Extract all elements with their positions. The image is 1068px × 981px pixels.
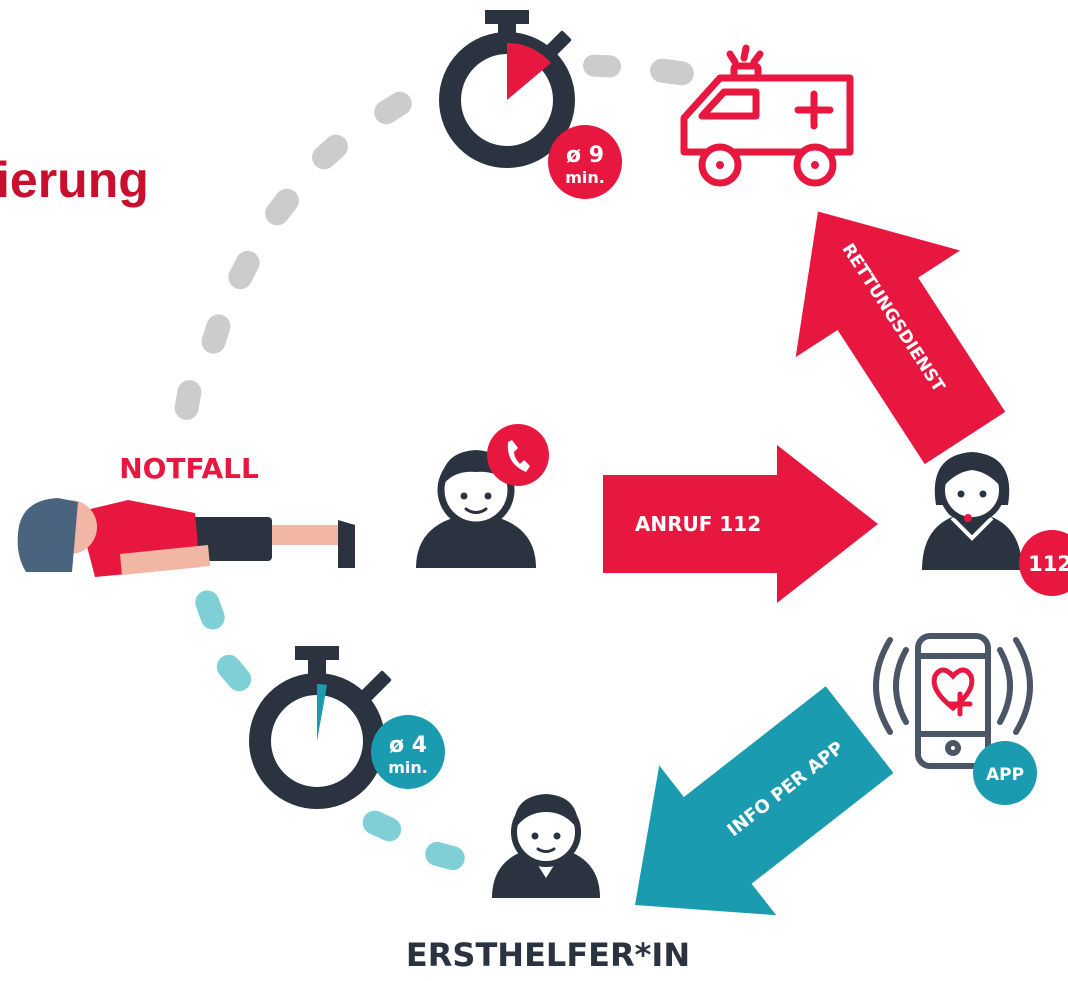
patient-icon	[17, 498, 355, 577]
svg-text:min.: min.	[388, 758, 428, 777]
smartphone-heart-icon	[873, 633, 1033, 769]
badge-app: APP	[973, 741, 1037, 805]
info-per-app-arrow: INFO PER APP	[635, 686, 894, 916]
ersthelfer-label: ERSTHELFER*IN	[406, 936, 690, 974]
stopwatch-icon	[249, 646, 392, 809]
avg-time-badge-first-responder: ø 4 min.	[371, 715, 445, 789]
svg-text:APP: APP	[986, 765, 1024, 785]
svg-text:ANRUF 112: ANRUF 112	[635, 512, 761, 536]
svg-text:min.: min.	[565, 168, 605, 187]
svg-text:112: 112	[1028, 552, 1068, 576]
dispatcher-headset-icon	[922, 452, 1022, 570]
phone-icon	[487, 424, 549, 486]
page-title: ierung	[0, 152, 149, 208]
avg-time-badge-ambulance: ø 9 min.	[548, 125, 622, 199]
ambulance-route-dashes	[174, 54, 694, 420]
anruf-112-arrow: ANRUF 112	[603, 445, 878, 603]
ambulance-icon	[680, 44, 854, 187]
svg-text:ø 4: ø 4	[389, 733, 427, 758]
badge-112: 112	[1019, 530, 1068, 596]
notfall-label: NOTFALL	[119, 452, 259, 485]
first-responder-person-icon	[492, 794, 600, 898]
rettungsdienst-arrow: RETTUNGSDIENST	[795, 211, 1006, 465]
svg-text:ø 9: ø 9	[566, 143, 604, 168]
stopwatch-icon	[439, 10, 575, 168]
first-responder-route-dashes	[195, 590, 465, 871]
